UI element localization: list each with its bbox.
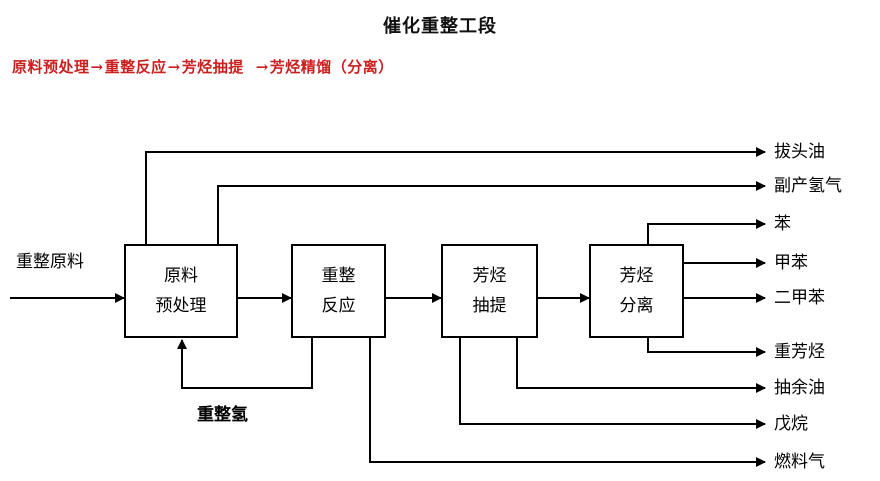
separation-line2: 分离 [619, 296, 654, 316]
flow-arrow-icon: → [90, 58, 104, 76]
pretreatment-line2: 预处理 [155, 296, 207, 316]
output-fuel-gas: 燃料气 [774, 452, 825, 472]
fuel-gas-line [369, 338, 766, 467]
separation-box: 芳烃 分离 [589, 244, 684, 338]
pretreatment-box: 原料 预处理 [124, 244, 238, 338]
output-raffinate: 抽余油 [774, 378, 825, 398]
output-heavy-aromatics: 重芳烃 [774, 342, 825, 362]
extraction-line1: 芳烃 [472, 266, 507, 286]
flow-step-separation: 芳烃精馏（分离） [269, 58, 394, 76]
output-toluene: 甲苯 [774, 253, 808, 273]
output-pentane: 戊烷 [774, 414, 808, 434]
heavy-aromatics-line [647, 338, 766, 357]
process-flow-summary: 原料预处理→重整反应→芳烃抽提→芳烃精馏（分离） [12, 56, 394, 77]
reforming-box: 重整 反应 [291, 244, 386, 338]
raffinate-line [516, 338, 766, 393]
extraction-box: 芳烃 抽提 [441, 244, 538, 338]
pentane-line [459, 338, 766, 429]
feed-label: 重整原料 [16, 252, 84, 272]
separation-line1: 芳烃 [619, 266, 654, 286]
output-byproduct-hydrogen: 副产氢气 [774, 176, 842, 196]
output-xylene: 二甲苯 [774, 288, 825, 308]
page-title: 催化重整工段 [383, 16, 497, 37]
extraction-line2: 抽提 [472, 296, 507, 316]
benzene-line [647, 219, 766, 244]
hydrogen-line [217, 181, 766, 244]
flow-arrow-icon: → [255, 58, 269, 76]
reforming-line2: 反应 [321, 296, 356, 316]
flow-arrow-icon: → [167, 58, 181, 76]
output-topped-oil: 拔头油 [774, 142, 825, 162]
recycle-hydrogen-line [177, 338, 313, 389]
flow-step-reforming: 重整反应 [104, 58, 167, 76]
flow-step-extraction: 芳烃抽提 [181, 58, 244, 76]
pretreatment-line1: 原料 [164, 266, 198, 286]
topped-oil-line [145, 147, 766, 244]
reforming-line1: 重整 [321, 266, 356, 286]
output-benzene: 苯 [774, 214, 791, 234]
flow-step-pretreatment: 原料预处理 [12, 58, 90, 76]
recycle-hydrogen-label: 重整氢 [197, 405, 248, 425]
